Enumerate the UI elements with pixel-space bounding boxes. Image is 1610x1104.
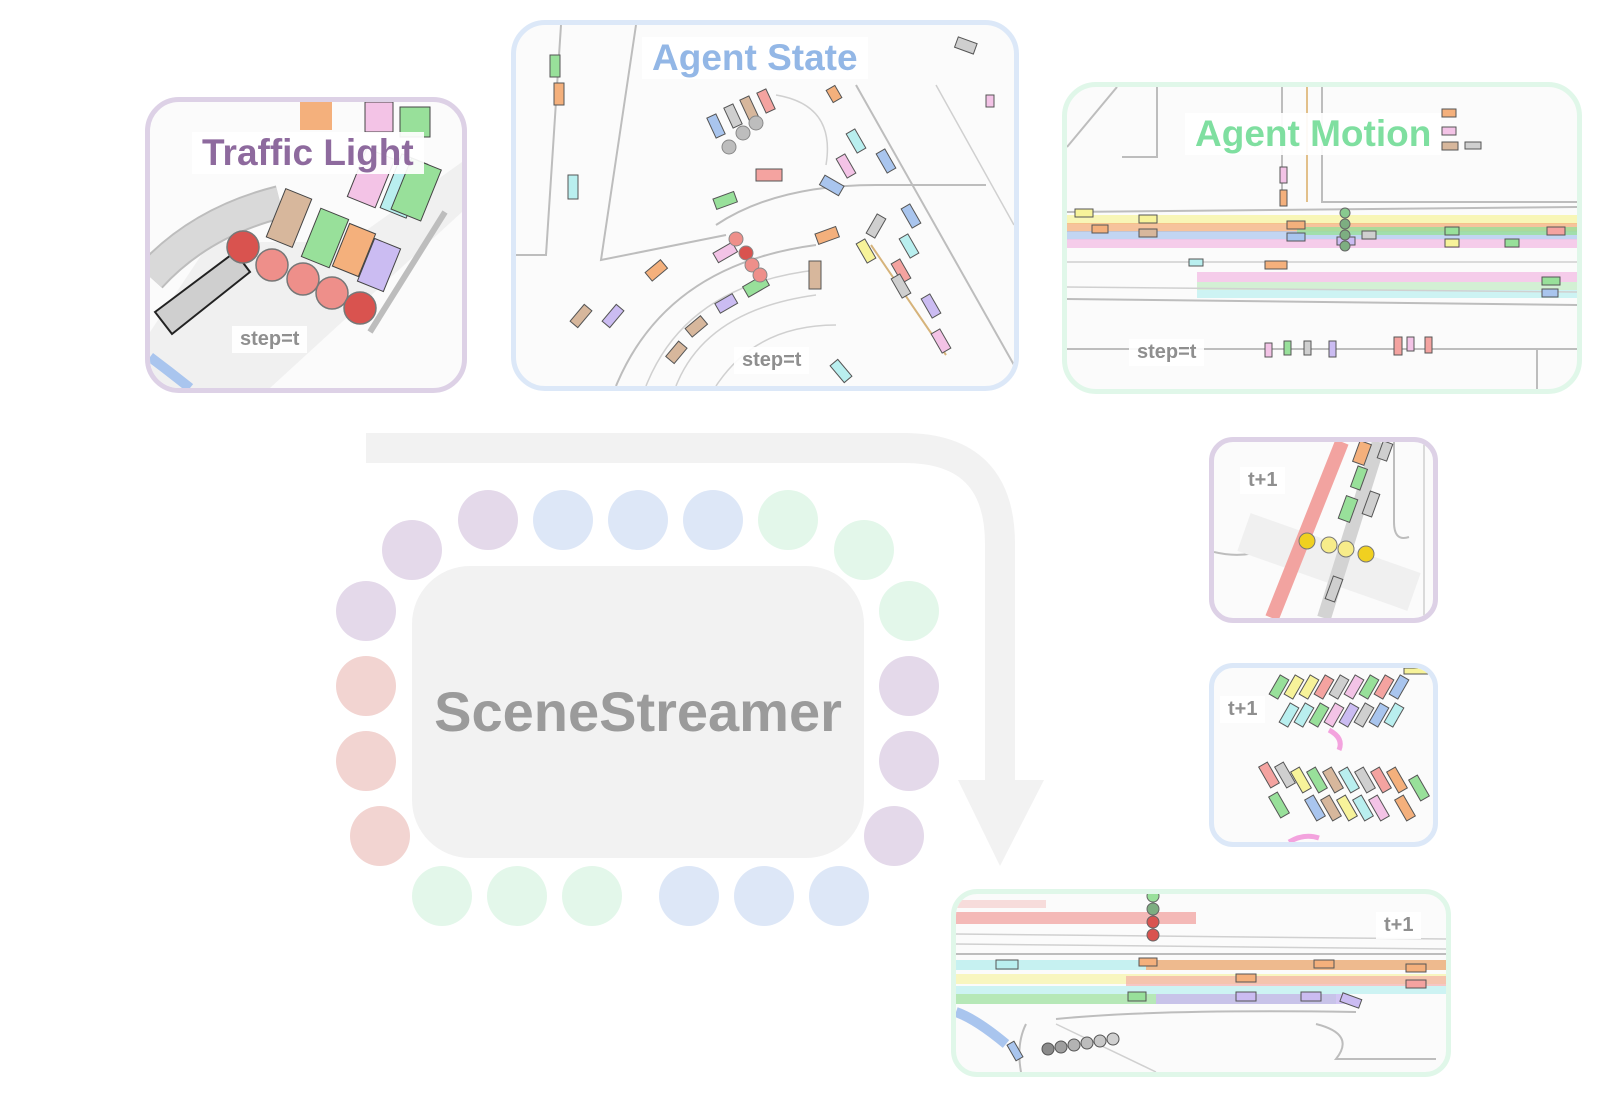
token-top-purple [458, 490, 518, 550]
token-left-red [336, 656, 396, 716]
token-top-purple [382, 520, 442, 580]
scenestreamer-label: SceneStreamer [434, 680, 842, 743]
agent-state-output-map [1257, 668, 1431, 842]
agent-state-step-label: step=t [734, 347, 810, 374]
token-right-purple [864, 806, 924, 866]
agent-state-output-panel: t+1 [1209, 663, 1438, 847]
token-bottom-blue [659, 866, 719, 926]
token-bottom-green [487, 866, 547, 926]
traffic-light-title: Traffic Light [192, 132, 424, 174]
token-bottom-green [562, 866, 622, 926]
agent-motion-title: Agent Motion [1185, 113, 1442, 155]
token-bottom-blue [734, 866, 794, 926]
traffic-light-step-label: step=t [232, 326, 308, 353]
token-top-blue [608, 490, 668, 550]
token-right-purple [879, 731, 939, 791]
agent-state-output-label: t+1 [1220, 696, 1266, 723]
token-top-green [834, 520, 894, 580]
scenestreamer-block [412, 566, 864, 858]
agent-motion-step-label: step=t [1129, 339, 1205, 366]
token-left-red [336, 731, 396, 791]
agent-motion-panel: Agent Motion step=t [1062, 82, 1582, 394]
token-top-blue [533, 490, 593, 550]
token-left-purple [336, 581, 396, 641]
traffic-light-output-map [1214, 442, 1425, 618]
token-left-red [350, 806, 410, 866]
token-bottom-green [412, 866, 472, 926]
traffic-light-output-panel: t+1 [1209, 437, 1438, 623]
traffic-light-output-label: t+1 [1240, 467, 1286, 494]
traffic-light-panel: Traffic Light step=t [145, 97, 467, 393]
agent-motion-output-map [956, 894, 1446, 1072]
token-right-green [879, 581, 939, 641]
traffic-light-map [150, 102, 462, 388]
agent-state-title: Agent State [642, 37, 868, 79]
agent-motion-output-label: t+1 [1376, 912, 1422, 939]
agent-state-panel: Agent State step=t [511, 20, 1019, 391]
agent-motion-output-panel: t+1 [951, 889, 1451, 1077]
agent-state-map [516, 25, 1014, 386]
token-right-purple [879, 656, 939, 716]
token-bottom-blue [809, 866, 869, 926]
token-top-green [758, 490, 818, 550]
token-top-blue [683, 490, 743, 550]
